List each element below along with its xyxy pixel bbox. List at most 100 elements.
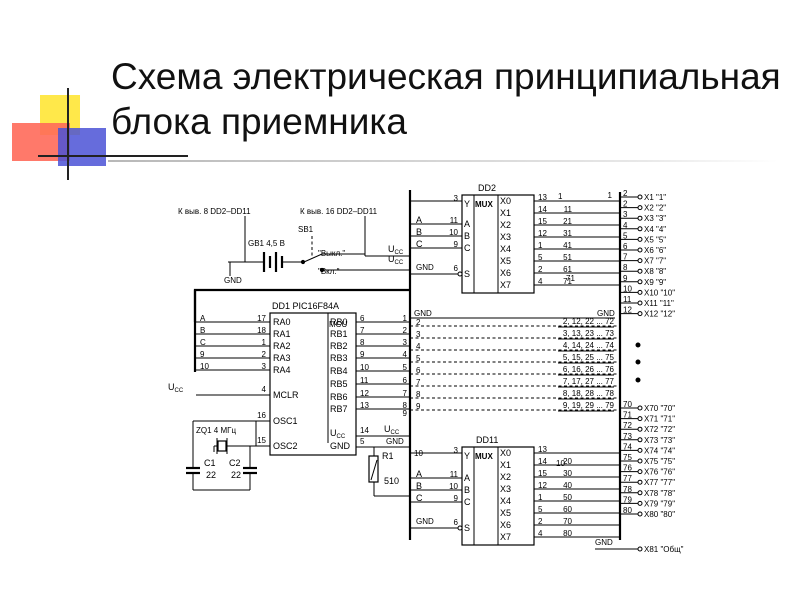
common-terminal (637, 546, 643, 552)
dd2-pin-y: Y (464, 199, 470, 209)
connector-first-index: 1 (608, 191, 613, 200)
connector-label-75: X75 "75" (644, 457, 675, 466)
dd11-out-x7: X7 (500, 532, 511, 542)
dd11-out-to-x4: 50 (563, 493, 572, 502)
mcu-pin-osc2: OSC2 (273, 441, 298, 451)
dd11-pin-num-a: 11 (450, 470, 459, 479)
connector-label-7: X7 "7" (644, 257, 666, 266)
connector-terminal-10 (637, 289, 643, 295)
dd11-gnd-label: GND (416, 517, 434, 526)
mcu-pin-num-ra4: 3 (262, 362, 267, 371)
bus-index-2: 2 (403, 326, 408, 335)
dd2-out-to-x5: 51 (563, 253, 572, 262)
dd2-out-to-x1: 11 (564, 205, 573, 214)
dd11-out-to-x6: 70 (563, 517, 572, 526)
connector-label-79: X79 "79" (644, 499, 675, 508)
dd11-out-x1: X1 (500, 460, 511, 470)
dd2-pin-c: C (464, 243, 471, 253)
dd2-signal-c: C (416, 239, 423, 249)
dd11-out-pin-x6: 2 (538, 517, 543, 526)
dd2-out-x1: X1 (500, 208, 511, 218)
mcu-pin-rb4: RB4 (330, 366, 348, 376)
connector-label-5: X5 "5" (644, 235, 666, 244)
mcu-pin-mclr: MCLR (273, 390, 299, 400)
dd2-title: DD2 (478, 183, 496, 193)
dd11-out-pin-x4: 1 (538, 493, 543, 502)
mcu-pin-rb5: RB5 (330, 379, 348, 389)
dd2-out-pin-x0: 13 (538, 193, 547, 202)
switch-label: SB1 (298, 225, 314, 234)
mcu-pin-num-ucc: 14 (360, 426, 369, 435)
mcu-signal-ra3: 9 (200, 350, 205, 359)
bus-line-num-5: 5 (416, 354, 421, 363)
connector-label-3: X3 "3" (644, 214, 666, 223)
decor-vertical-line (67, 88, 69, 180)
bus-index-6: 6 (403, 376, 408, 385)
connector-terminal-72 (637, 426, 643, 432)
bus-index-7: 7 (403, 389, 408, 398)
mcu-pin-num-mclr: 4 (262, 385, 267, 394)
connector-label-2: X2 "2" (644, 204, 666, 213)
dd2-pin-num-y: 3 (454, 194, 459, 203)
connector-label-11: X11 "11" (644, 299, 674, 308)
connector-index-72: 72 (623, 421, 632, 430)
connector-label-78: X78 "78" (644, 489, 675, 498)
mcu-pin-rb7: RB7 (330, 404, 348, 414)
mcu-pin-rb3: RB3 (330, 353, 348, 363)
dd11-out-pin-x1: 14 (538, 457, 547, 466)
dd11-signal-b: B (416, 481, 422, 491)
bus-line-label-9: 9, 19, 29 ... 79 (563, 401, 615, 410)
dd2-out-pin-x3: 12 (538, 229, 547, 238)
bus-index-9: 9 (403, 409, 408, 418)
connector-index-12: 12 (623, 306, 632, 315)
dd2-out-x3: X3 (500, 232, 511, 242)
dd2-header: MUX (475, 200, 493, 209)
common-label: X81 "Общ" (644, 545, 684, 554)
connector-ellipsis-dot-1 (635, 342, 641, 348)
dd2-pin-num-a: 11 (450, 216, 459, 225)
dd11-out-x3: X3 (500, 484, 511, 494)
mcu-signal-ra0: A (200, 314, 206, 323)
dd11-pin-b: B (464, 485, 470, 495)
dd11-signal-a: A (416, 469, 422, 479)
mcu-pin-ra4: RA4 (273, 365, 291, 375)
mcu-pin-num-ra3: 2 (262, 350, 267, 359)
bus-line-num-2: 2 (416, 318, 421, 327)
mcu-pin-num-rb5: 11 (360, 376, 369, 385)
dd2-out-to-x7: 71 (563, 277, 572, 286)
bus-line-num-4: 4 (416, 342, 421, 351)
mcu-pin-num-rb3: 9 (360, 350, 365, 359)
connector-terminal-5 (637, 236, 643, 242)
dd11-out-pin-x0: 13 (538, 445, 547, 454)
connector-terminal-3 (637, 215, 643, 221)
connector-terminal-12 (637, 311, 643, 317)
c2-label: C2 (229, 458, 241, 468)
connector-terminal-7 (637, 258, 643, 264)
dd11-out-x5: X5 (500, 508, 511, 518)
bus-index-1: 1 (403, 314, 408, 323)
bus-line-label-8: 8, 18, 28 ... 78 (563, 389, 615, 398)
mcu-pin-num-gnd: 5 (360, 437, 365, 446)
connector-label-4: X4 "4" (644, 225, 666, 234)
decor-horizontal-line (38, 155, 188, 157)
connector-index-73: 73 (623, 432, 632, 441)
dd11-out-x6: X6 (500, 520, 511, 530)
connector-label-9: X9 "9" (644, 278, 666, 287)
dd2-pin-b: B (464, 231, 470, 241)
connector-terminal-75 (637, 458, 643, 464)
connector-terminal-1 (637, 194, 643, 200)
connector-label-73: X73 "73" (644, 436, 675, 445)
connector-index-79: 79 (623, 495, 632, 504)
connector-terminal-8 (637, 268, 643, 274)
slide-title-line-2: блока приемника (111, 101, 407, 142)
dd11-out-x0: X0 (500, 448, 511, 458)
connector-terminal-71 (637, 416, 643, 422)
connector-ellipsis-dot-2 (635, 359, 641, 365)
gnd-label-battery: GND (224, 276, 242, 285)
dd2-out-pin-x5: 5 (538, 253, 543, 262)
connector-terminal-79 (637, 500, 643, 506)
connector-index-76: 76 (623, 464, 632, 473)
connector-index-6: 6 (623, 242, 628, 251)
mcu-pin-num-rb4: 10 (360, 363, 369, 372)
connector-terminal-78 (637, 490, 643, 496)
